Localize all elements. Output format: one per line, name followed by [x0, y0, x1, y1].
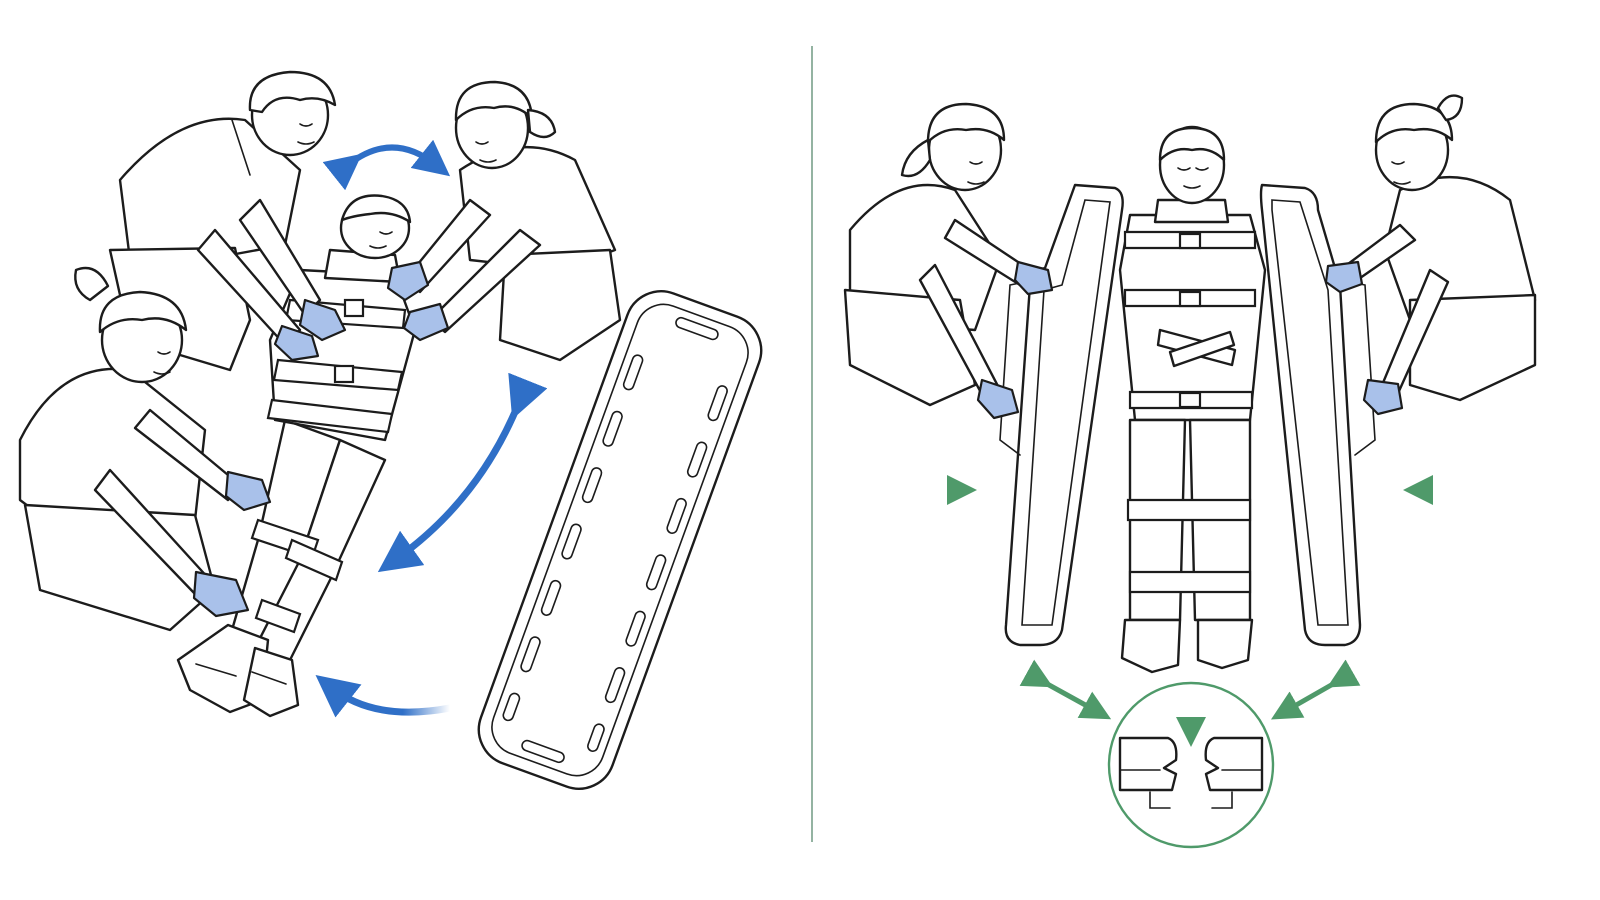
right-panel: [843, 94, 1537, 849]
patient-right: [1118, 125, 1267, 674]
detail-arrow-right-icon: [1270, 659, 1361, 720]
rescuer-top-right: [386, 80, 622, 362]
rescuer-right-right: [1324, 94, 1537, 416]
patient-left: [176, 194, 417, 718]
slide-arrow-icon: [315, 674, 451, 718]
rescuer-bottom-left: [18, 266, 272, 632]
rescuer-right-left: [843, 102, 1054, 420]
detail-arrow-left-icon: [1019, 659, 1112, 720]
latch-detail-icon: [1107, 681, 1275, 849]
scoop-stretcher-right-half: [1259, 183, 1376, 647]
rotation-arrow-icon: [322, 139, 451, 191]
transfer-arrow-icon: [377, 372, 548, 573]
spine-board-handholds: [502, 316, 728, 764]
scoop-stretcher-left-half: [999, 183, 1124, 647]
spine-board: [477, 290, 763, 790]
left-panel: [18, 70, 763, 790]
